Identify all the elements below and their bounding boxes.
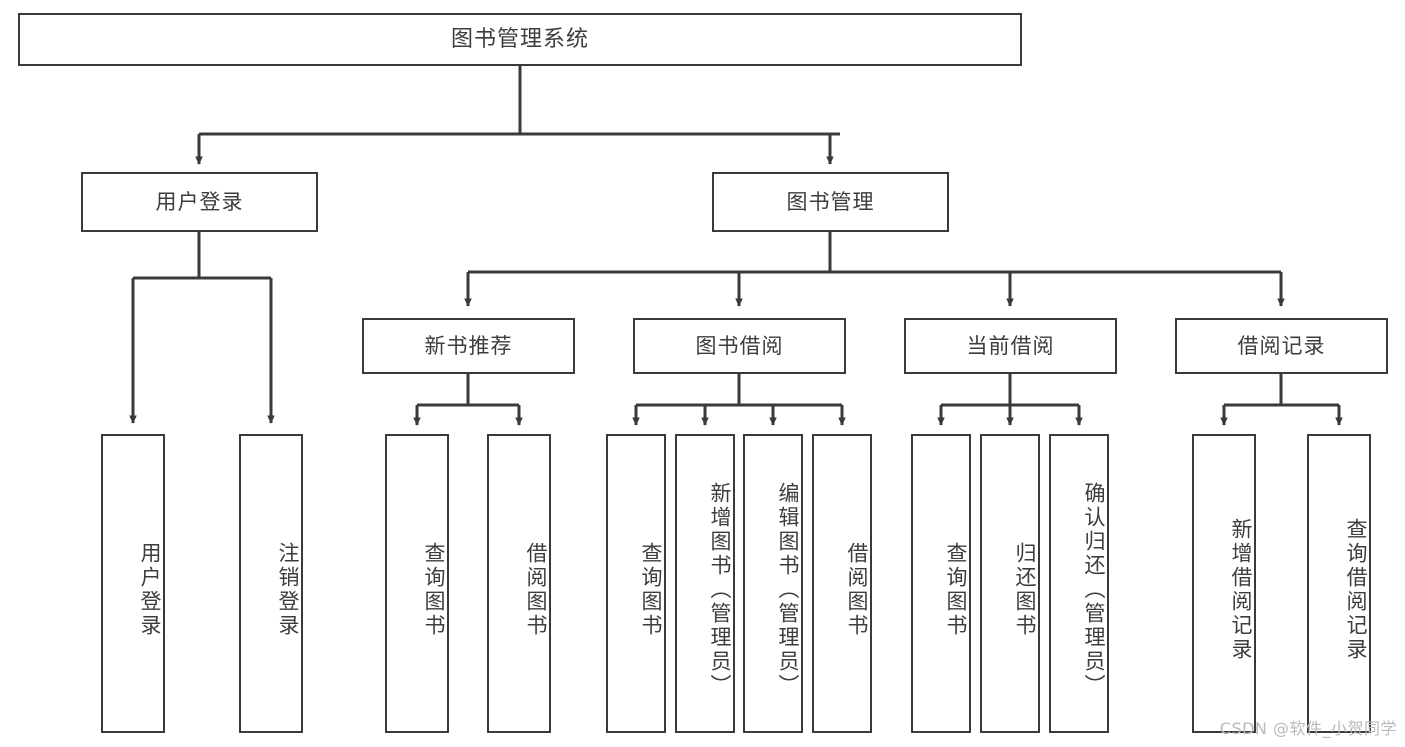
csdn-watermark: CSDN @软件_小贺同学 [1219,719,1397,738]
leaf-borrow-book-2-label: 借阅图书 [845,541,869,638]
leaf-confirm-return-label: 确认归还（管理员） [1082,481,1106,698]
node-root-system-label: 图书管理系统 [450,26,589,52]
leaf-edit-book-label: 编辑图书（管理员） [776,481,800,698]
leaf-query-book-2-label: 查询图书 [639,541,663,638]
node-new-book-recommend-label: 新书推荐 [424,333,513,358]
leaf-return-book-label: 归还图书 [1013,541,1037,638]
leaf-query-book-1-label: 查询图书 [422,541,446,638]
leaf-logout-login[interactable]: 注销登录 [239,434,303,733]
leaf-query-book-2[interactable]: 查询图书 [606,434,666,733]
leaf-logout-login-label: 注销登录 [276,541,300,638]
leaf-user-login[interactable]: 用户登录 [101,434,165,733]
node-book-manage[interactable]: 图书管理 [712,172,949,232]
leaf-add-book-label: 新增图书（管理员） [708,481,732,698]
leaf-borrow-book-1-label: 借阅图书 [524,541,548,638]
node-user-login[interactable]: 用户登录 [81,172,318,232]
leaf-query-book-1[interactable]: 查询图书 [385,434,449,733]
node-book-borrow[interactable]: 图书借阅 [633,318,846,374]
leaf-borrow-book-1[interactable]: 借阅图书 [487,434,551,733]
node-borrow-record-label: 借阅记录 [1237,333,1326,358]
node-current-borrow-label: 当前借阅 [966,333,1055,358]
leaf-confirm-return[interactable]: 确认归还（管理员） [1049,434,1109,733]
node-user-login-label: 用户登录 [155,189,244,214]
node-borrow-record[interactable]: 借阅记录 [1175,318,1388,374]
leaf-add-book[interactable]: 新增图书（管理员） [675,434,735,733]
node-root-system[interactable]: 图书管理系统 [18,13,1022,66]
leaf-query-record-label: 查询借阅记录 [1344,517,1368,662]
leaf-query-book-3[interactable]: 查询图书 [911,434,971,733]
leaf-borrow-book-2[interactable]: 借阅图书 [812,434,872,733]
leaf-return-book[interactable]: 归还图书 [980,434,1040,733]
leaf-add-record[interactable]: 新增借阅记录 [1192,434,1256,733]
leaf-add-record-label: 新增借阅记录 [1229,517,1253,662]
leaf-query-book-3-label: 查询图书 [944,541,968,638]
node-book-borrow-label: 图书借阅 [695,333,784,358]
node-new-book-recommend[interactable]: 新书推荐 [362,318,575,374]
leaf-edit-book[interactable]: 编辑图书（管理员） [743,434,803,733]
leaf-user-login-label: 用户登录 [138,541,162,638]
node-current-borrow[interactable]: 当前借阅 [904,318,1117,374]
node-book-manage-label: 图书管理 [786,189,875,214]
leaf-query-record[interactable]: 查询借阅记录 [1307,434,1371,733]
